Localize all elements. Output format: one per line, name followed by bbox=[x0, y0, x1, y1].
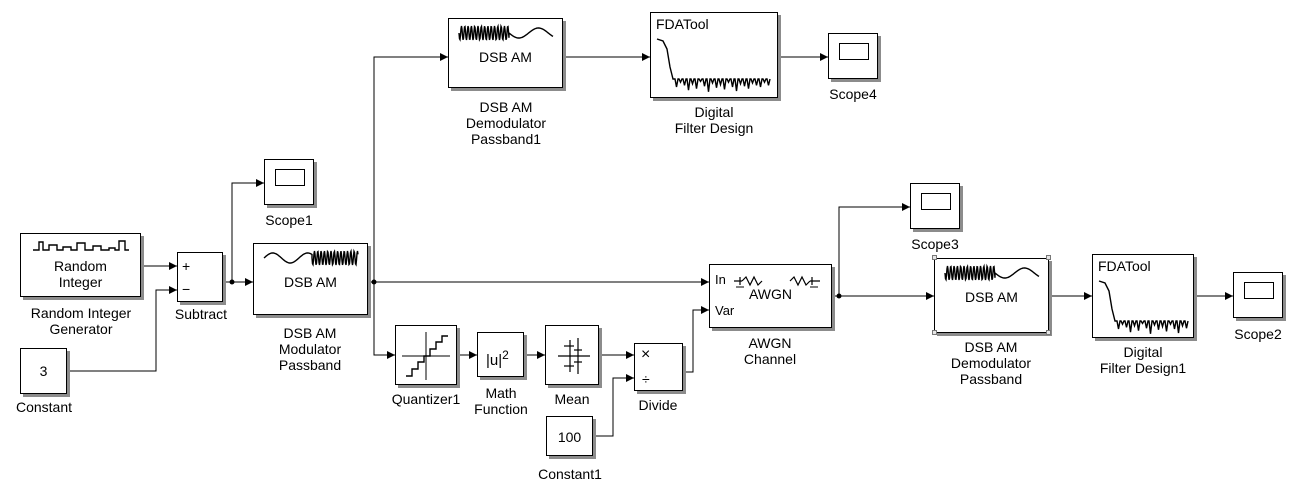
scope2-screen-icon bbox=[1244, 282, 1274, 299]
wire-constant-subtract[interactable] bbox=[67, 286, 177, 372]
random-integer-label: Random Integer bbox=[54, 258, 107, 290]
modulator-title: DSB AM Modulator Passband bbox=[278, 325, 342, 373]
scope3-title: Scope3 bbox=[911, 236, 959, 252]
digital-filter-design1-block[interactable]: FDATool bbox=[1092, 254, 1194, 338]
demodulator-label: DSB AM bbox=[965, 289, 1018, 305]
demodulated-wave-icon bbox=[458, 23, 554, 42]
filter-response-icon bbox=[656, 38, 771, 92]
wire-divide-awgn-var[interactable] bbox=[683, 306, 709, 373]
wire-mod-quantizer[interactable] bbox=[373, 282, 395, 359]
subtract-block[interactable]: + − bbox=[177, 252, 223, 302]
divide-block[interactable]: × ÷ bbox=[634, 343, 683, 391]
mean-title: Mean bbox=[554, 391, 590, 407]
staircase-icon bbox=[402, 332, 450, 380]
selection-handle-bl[interactable] bbox=[932, 330, 937, 335]
scope1-block[interactable] bbox=[264, 159, 314, 205]
branch-point-modulator bbox=[371, 279, 377, 285]
scope2-title: Scope2 bbox=[1234, 326, 1282, 342]
dsb-am-demodulator1-block[interactable]: DSB AM bbox=[448, 18, 563, 88]
modulated-wave-icon bbox=[263, 248, 359, 267]
constant1-value: 100 bbox=[557, 429, 582, 445]
constant-title: Constant bbox=[15, 399, 73, 415]
quantizer-block[interactable] bbox=[395, 325, 457, 385]
branch-point-subtract bbox=[229, 279, 235, 285]
filter-response-icon bbox=[1098, 280, 1189, 334]
constant1-block[interactable]: 100 bbox=[546, 416, 593, 456]
fda1-title: Digital Filter Design bbox=[674, 104, 754, 136]
subtract-title: Subtract bbox=[174, 306, 228, 322]
scope4-block[interactable] bbox=[828, 33, 878, 79]
random-integer-block[interactable]: Random Integer bbox=[20, 233, 141, 297]
divide-times-sign: × bbox=[641, 346, 651, 363]
wire-constant1-divide[interactable] bbox=[593, 374, 634, 437]
scope1-title: Scope1 bbox=[265, 212, 313, 228]
demodulator-title: DSB AM Demodulator Passband bbox=[950, 339, 1032, 387]
random-integer-title: Random Integer Generator bbox=[30, 305, 132, 337]
constant-block[interactable]: 3 bbox=[20, 348, 67, 394]
scope4-screen-icon bbox=[839, 43, 869, 60]
math-function-abs-label: |u|2 bbox=[486, 347, 509, 369]
constant-value: 3 bbox=[39, 363, 48, 379]
scope3-block[interactable] bbox=[910, 183, 960, 229]
modulator-label: DSB AM bbox=[284, 274, 337, 290]
random-integer-icon bbox=[33, 240, 129, 251]
mean-icon bbox=[558, 338, 590, 374]
scope3-screen-icon bbox=[921, 193, 951, 210]
fda1-label: FDATool bbox=[656, 16, 709, 32]
mean-block[interactable] bbox=[545, 325, 599, 385]
demodulator1-title: DSB AM Demodulator Passband1 bbox=[465, 99, 547, 147]
demodulated-wave-icon bbox=[944, 263, 1040, 282]
math-function-block[interactable]: |u|2 bbox=[477, 332, 524, 377]
selection-handle-tl[interactable] bbox=[932, 255, 937, 260]
divide-div-sign: ÷ bbox=[642, 371, 650, 387]
quantizer-title: Quantizer1 bbox=[391, 391, 461, 407]
awgn-label: AWGN bbox=[748, 286, 793, 302]
math-function-expr: |u| bbox=[486, 352, 503, 369]
selection-handle-br[interactable] bbox=[1046, 330, 1051, 335]
awgn-port-var: Var bbox=[715, 303, 735, 318]
awgn-port-in: In bbox=[715, 272, 726, 287]
wire-awgn-scope3[interactable] bbox=[838, 203, 910, 296]
wire-subtract-scope1[interactable] bbox=[231, 179, 264, 282]
demodulator1-label: DSB AM bbox=[479, 49, 532, 65]
dsb-am-demodulator-block[interactable]: DSB AM bbox=[934, 258, 1049, 333]
noise-resistor-icon bbox=[734, 275, 820, 288]
constant1-title: Constant1 bbox=[538, 466, 602, 482]
selection-handle-tr[interactable] bbox=[1046, 255, 1051, 260]
fda2-title: Digital Filter Design1 bbox=[1099, 344, 1187, 376]
branch-point-awgn bbox=[836, 293, 842, 299]
scope2-block[interactable] bbox=[1233, 272, 1283, 318]
math-function-exponent: 2 bbox=[502, 348, 509, 362]
divide-title: Divide bbox=[638, 397, 678, 413]
math-function-title: Math Function bbox=[474, 385, 528, 417]
dsb-am-modulator-block[interactable]: DSB AM bbox=[253, 243, 368, 315]
subtract-minus-sign: − bbox=[182, 281, 191, 297]
fda2-label: FDATool bbox=[1098, 258, 1151, 274]
wire-mod-demod1[interactable] bbox=[373, 53, 448, 282]
subtract-plus-sign: + bbox=[182, 258, 191, 274]
awgn-title: AWGN Channel bbox=[743, 335, 797, 367]
awgn-channel-block[interactable]: In Var AWGN bbox=[709, 264, 832, 328]
digital-filter-design-block[interactable]: FDATool bbox=[650, 12, 778, 98]
scope4-title: Scope4 bbox=[829, 86, 877, 102]
scope1-screen-icon bbox=[275, 169, 305, 186]
